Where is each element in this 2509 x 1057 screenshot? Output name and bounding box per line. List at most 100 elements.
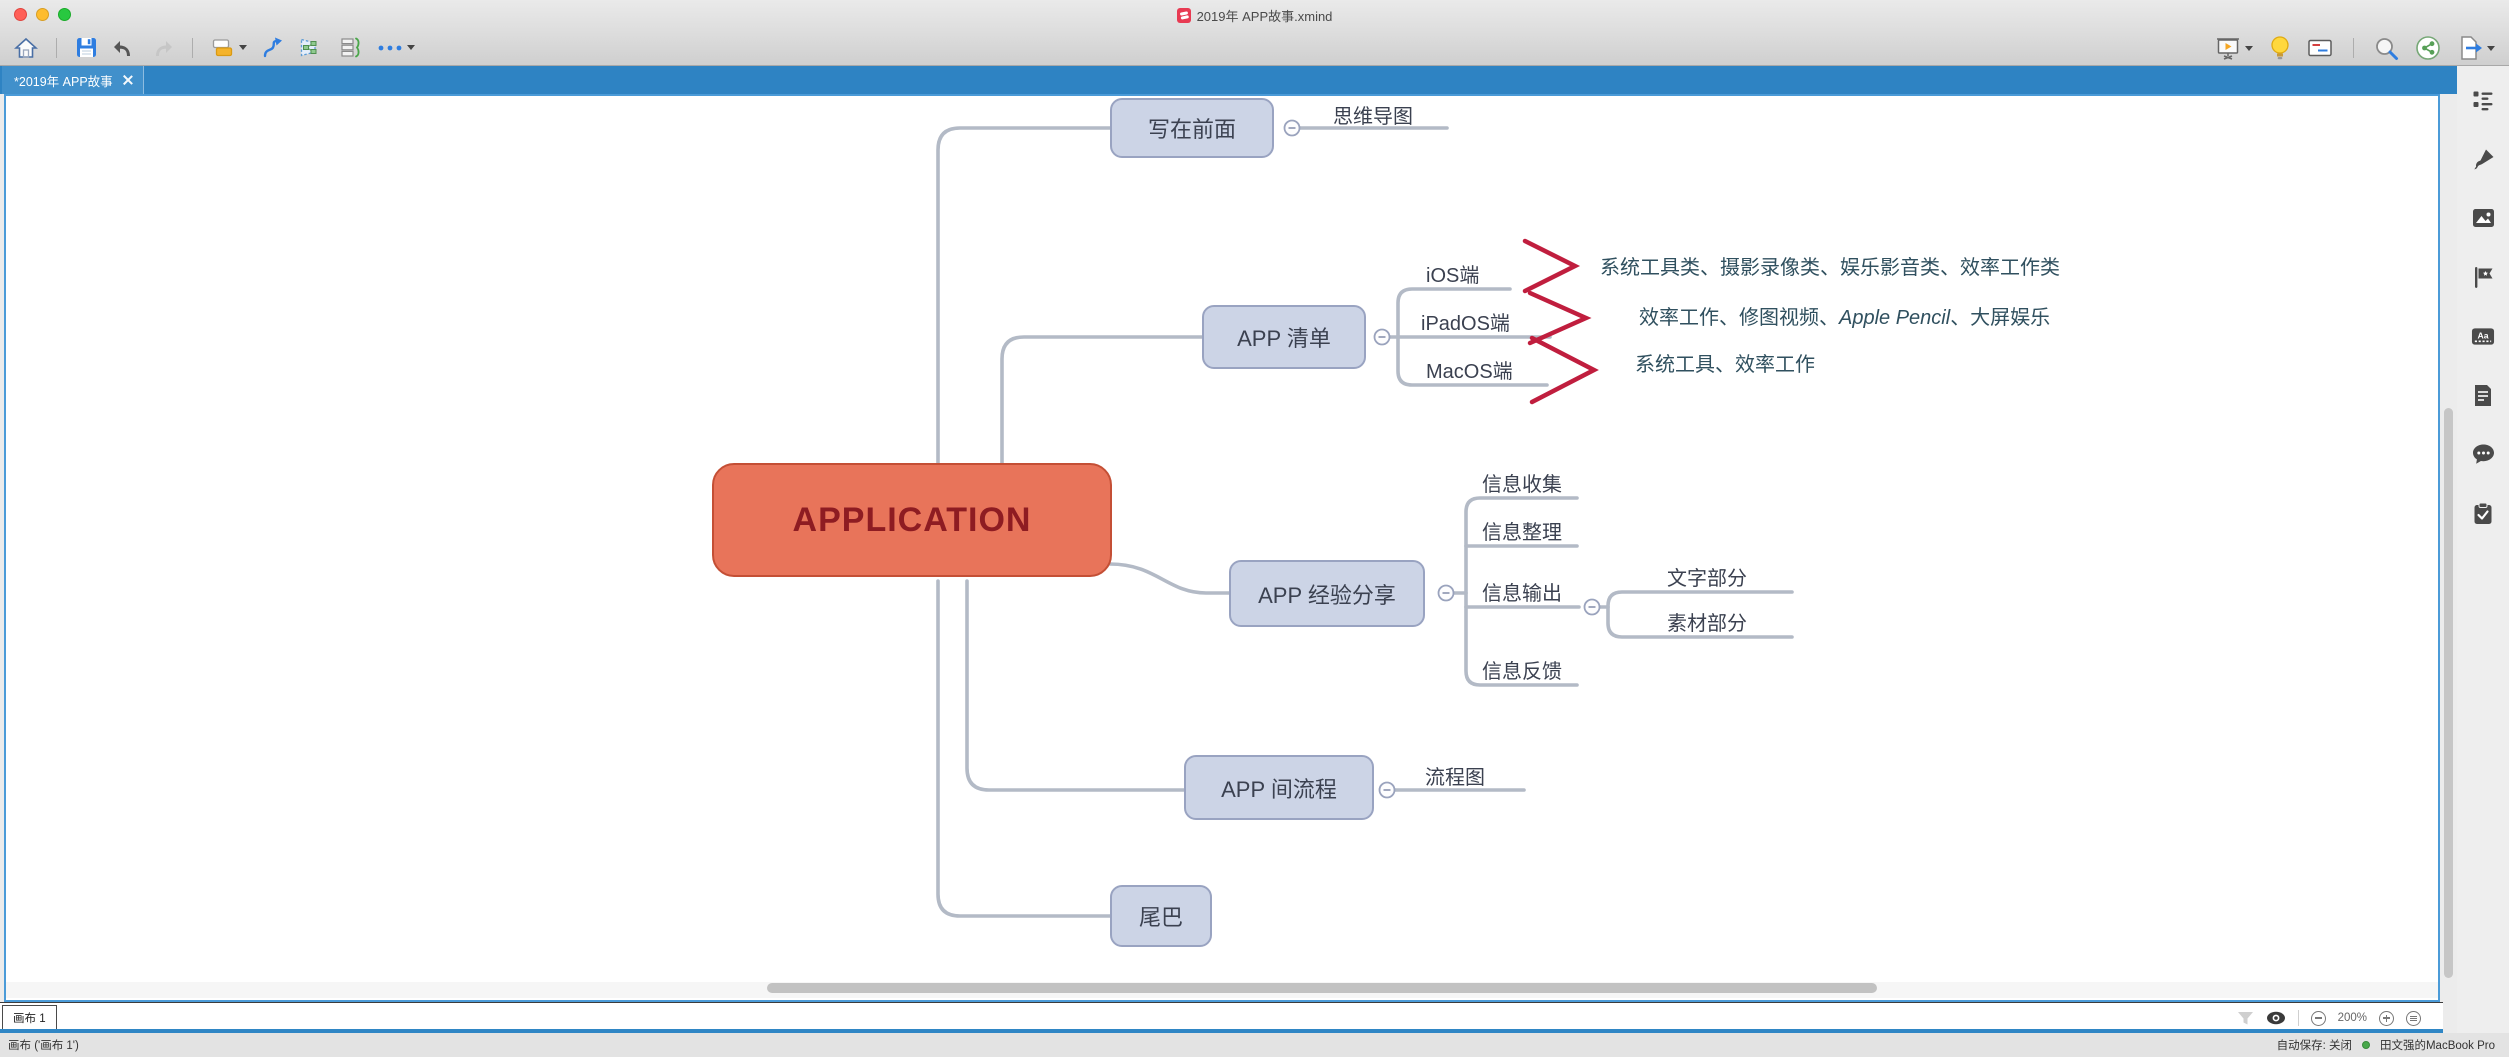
mindmap-canvas[interactable]: APPLICATION 写在前面 APP 清单 APP 经验分享 APP 间流程… (4, 94, 2440, 1002)
toolbar-separator (192, 37, 193, 58)
topic-mindmap[interactable]: 思维导图 (1333, 106, 1413, 128)
relationship-icon (263, 37, 282, 57)
label-aa-icon: Aa (2471, 327, 2495, 345)
tasks-button[interactable] (2471, 501, 2495, 525)
comments-button[interactable] (2471, 442, 2495, 466)
zoom-out-button[interactable] (2310, 1010, 2326, 1026)
summary-ipados-part2: Apple Pencil (1839, 307, 1951, 329)
connector-experience (1108, 562, 1231, 595)
toolbar-separator (2353, 38, 2354, 58)
zoom-window-button[interactable] (58, 8, 71, 21)
panel-icon (2308, 39, 2332, 57)
topic-info-organize[interactable]: 信息整理 (1482, 522, 1562, 544)
summary-icon (341, 37, 360, 58)
topic-macos[interactable]: MacOS端 (1426, 361, 1513, 383)
topic-dropdown-caret-icon[interactable] (239, 45, 247, 50)
horizontal-scrollbar-thumb[interactable] (767, 983, 1877, 993)
connector-applist (1000, 335, 1204, 469)
relationship-button[interactable] (261, 36, 285, 60)
topic-experience[interactable]: APP 经验分享 (1229, 560, 1425, 627)
save-button[interactable] (75, 36, 98, 59)
device-name: 田文强的MacBook Pro (2379, 1040, 2495, 1052)
search-button[interactable] (2374, 36, 2399, 61)
summary-macos[interactable]: 系统工具、效率工作 (1635, 354, 1815, 376)
sheet-bar-accent-line (0, 1029, 2443, 1033)
format-panel-button[interactable] (2307, 37, 2333, 59)
window-controls (14, 8, 71, 21)
document-tab-bar: *2019年 APP故事 (0, 66, 2457, 94)
bracket-applist (1396, 287, 1549, 387)
topic-tail[interactable]: 尾巴 (1110, 885, 1212, 947)
summary-button[interactable] (339, 36, 363, 59)
insert-topic-button[interactable] (211, 37, 247, 59)
share-button[interactable] (2415, 35, 2441, 61)
export-button[interactable] (2457, 35, 2495, 61)
undo-icon (114, 40, 130, 56)
boundary-button[interactable] (299, 36, 325, 59)
bracket-experience (1464, 496, 1579, 687)
more-dots-icon (378, 45, 402, 50)
window-title-text: 2019年 APP故事.xmind (1196, 8, 1333, 24)
toolbar-separator (56, 37, 57, 58)
topic-info-output[interactable]: 信息输出 (1482, 583, 1562, 605)
autosave-status: 自动保存: 关闭 (2276, 1040, 2352, 1052)
connector-preface (936, 126, 1112, 469)
zoom-level[interactable]: 200% (2337, 1012, 2367, 1024)
home-icon (14, 37, 38, 58)
note-icon (2475, 384, 2491, 406)
presentation-icon (2217, 37, 2239, 60)
filter-icon[interactable] (2237, 1011, 2254, 1026)
pitch-eye-icon[interactable] (2266, 1011, 2286, 1025)
title-bar: 2019年 APP故事.xmind (0, 0, 2509, 30)
topic-ios[interactable]: iOS端 (1426, 265, 1480, 287)
topic-preface[interactable]: 写在前面 (1110, 98, 1274, 158)
minimize-window-button[interactable] (36, 8, 49, 21)
presentation-button[interactable] (2215, 36, 2253, 61)
zoom-in-button[interactable] (2379, 1010, 2394, 1026)
insert-image-button[interactable] (2471, 206, 2495, 230)
idea-button[interactable] (2269, 35, 2291, 61)
topic-info-collect[interactable]: 信息收集 (1482, 474, 1562, 496)
document-tab[interactable]: *2019年 APP故事 (2, 66, 144, 94)
home-button[interactable] (14, 36, 38, 60)
redo-button[interactable] (150, 36, 174, 60)
collapse-toggle-flow (1378, 781, 1396, 799)
topic-material-part[interactable]: 素材部分 (1667, 613, 1747, 635)
horizontal-scrollbar-track[interactable] (6, 982, 2438, 998)
close-window-button[interactable] (14, 8, 27, 21)
window-title: 2019年 APP故事.xmind (1176, 6, 1333, 25)
format-style-button[interactable] (2471, 147, 2495, 171)
comment-icon (2472, 444, 2494, 464)
more-dropdown-caret-icon[interactable] (407, 45, 415, 50)
topic-app-list[interactable]: APP 清单 (1202, 305, 1366, 369)
sheet-tab-canvas1[interactable]: 画布 1 (2, 1005, 57, 1030)
marker-flag-button[interactable] (2471, 265, 2495, 289)
export-dropdown-caret-icon[interactable] (2487, 45, 2495, 51)
lightbulb-icon (2271, 36, 2289, 60)
undo-button[interactable] (112, 36, 136, 60)
collapse-toggles[interactable] (1283, 119, 1601, 799)
outline-structure-button[interactable] (2471, 88, 2495, 112)
central-topic[interactable]: APPLICATION (712, 463, 1112, 577)
summary-zigzag-macos (1529, 335, 1599, 405)
mindmap-connectors (936, 119, 1794, 918)
label-button[interactable]: Aa (2471, 324, 2495, 348)
fit-map-button[interactable] (2406, 1010, 2421, 1026)
topic-flowchart[interactable]: 流程图 (1425, 767, 1485, 789)
vertical-scrollbar-thumb[interactable] (2444, 408, 2453, 978)
topic-ipados[interactable]: iPadOS端 (1421, 313, 1510, 335)
main-toolbar (0, 30, 2509, 66)
export-icon (2461, 36, 2482, 60)
summary-ipados-part1: 效率工作、修图视频、 (1639, 307, 1839, 329)
flag-icon (2474, 266, 2492, 288)
summary-ipados[interactable]: 效率工作、修图视频、Apple Pencil、大屏娱乐 (1639, 301, 2050, 330)
topic-text-part[interactable]: 文字部分 (1667, 568, 1747, 590)
topic-flow[interactable]: APP 间流程 (1184, 755, 1374, 820)
summary-ios[interactable]: 系统工具类、摄影录像类、娱乐影音类、效率工作类 (1600, 257, 2060, 279)
svg-text:Aa: Aa (2477, 330, 2488, 340)
presentation-dropdown-caret-icon[interactable] (2245, 45, 2253, 51)
topic-info-feedback[interactable]: 信息反馈 (1482, 661, 1562, 683)
notes-button[interactable] (2471, 383, 2495, 407)
tab-close-icon[interactable] (123, 75, 133, 85)
more-tools-button[interactable] (377, 43, 415, 53)
